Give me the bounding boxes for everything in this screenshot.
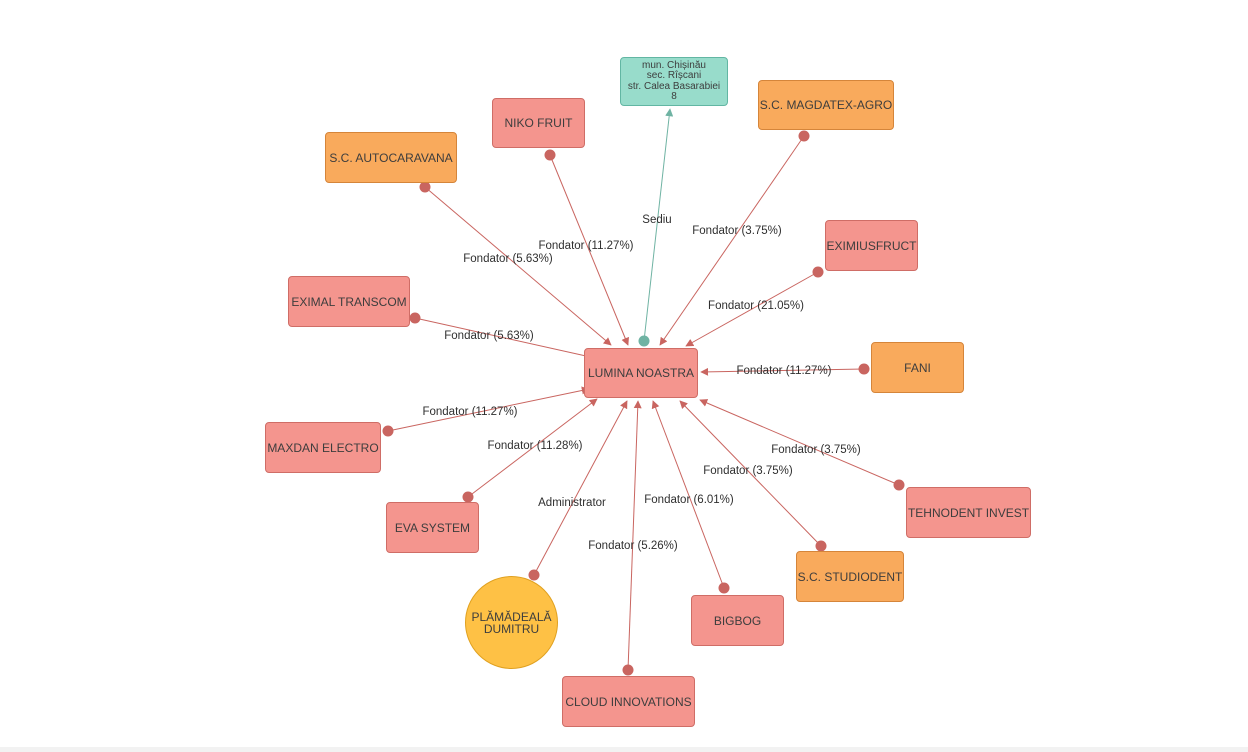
edge-handle-cloud-innovations[interactable] [622,664,634,676]
node-label: BIGBOG [713,613,762,628]
edge-handle-sc-autocaravana[interactable] [419,181,431,193]
edge-label-plamadeala-dumitru: Administrator [538,497,606,509]
edge-plamadeala-dumitru [533,400,628,576]
edge-handle-plamadeala-dumitru[interactable] [528,569,540,581]
edge-tehnodent-invest [699,399,900,486]
edge-label-cloud-innovations: Fondator (5.26%) [588,540,678,552]
edge-handle-sc-studiodent[interactable] [815,540,827,552]
node-cloud-innovations[interactable]: CLOUD INNOVATIONS [562,676,695,727]
node-label: S.C. AUTOCARAVANA [329,150,453,165]
node-label: EXIMIUSFRUCT [826,238,917,253]
edge-sc-magdatex-agro [659,135,805,346]
bottom-bar [0,747,1248,752]
node-eximal-transcom[interactable]: EXIMAL TRANSCOM [288,276,410,327]
node-label: PLĂMĂDEALĂ DUMITRU [471,609,552,636]
edge-handle-eva-system[interactable] [462,491,474,503]
edge-handle-tehnodent-invest[interactable] [893,479,905,491]
node-fani[interactable]: FANI [871,342,964,393]
node-address[interactable]: mun. Chișinău sec. Rîșcani str. Calea Ba… [620,57,728,106]
node-plamadeala-dumitru[interactable]: PLĂMĂDEALĂ DUMITRU [465,576,558,669]
node-label: NIKO FRUIT [504,116,573,130]
edge-label-eximal-transcom: Fondator (5.63%) [444,330,534,342]
node-sc-autocaravana[interactable]: S.C. AUTOCARAVANA [325,132,457,183]
node-label: TEHNODENT INVEST [907,505,1030,520]
node-label: mun. Chișinău sec. Rîșcani str. Calea Ba… [627,59,721,102]
node-label: CLOUD INNOVATIONS [565,694,692,709]
edge-address [643,108,674,342]
node-label: EXIMAL TRANSCOM [291,294,407,309]
node-label: LUMINA NOASTRA [587,366,695,380]
edge-label-tehnodent-invest: Fondator (3.75%) [771,444,861,456]
node-maxdan-electro[interactable]: MAXDAN ELECTRO [265,422,381,473]
node-label: MAXDAN ELECTRO [267,440,379,455]
edge-label-eximiusfruct: Fondator (21.05%) [708,300,804,312]
edge-label-sc-magdatex-agro: Fondator (3.75%) [692,225,782,237]
node-lumina-noastra[interactable]: LUMINA NOASTRA [584,348,698,398]
node-eva-system[interactable]: EVA SYSTEM [386,502,479,553]
edge-cloud-innovations [627,400,642,671]
node-sc-magdatex-agro[interactable]: S.C. MAGDATEX-AGRO [758,80,894,130]
node-bigbog[interactable]: BIGBOG [691,595,784,646]
node-niko-fruit[interactable]: NIKO FRUIT [492,98,585,148]
node-tehnodent-invest[interactable]: TEHNODENT INVEST [906,487,1031,538]
edge-handle-fani[interactable] [858,363,870,375]
edge-label-niko-fruit: Fondator (11.27%) [538,240,633,252]
edge-label-bigbog: Fondator (6.01%) [644,494,734,506]
edge-sc-studiodent [679,400,822,547]
edge-handle-address[interactable] [638,335,650,347]
edge-handle-eximiusfruct[interactable] [812,266,824,278]
edge-maxdan-electro [387,386,590,432]
edge-label-fani: Fondator (11.27%) [736,365,831,377]
edge-bigbog [651,400,725,589]
edge-handle-maxdan-electro[interactable] [382,425,394,437]
edge-handle-eximal-transcom[interactable] [409,312,421,324]
edge-eximal-transcom [414,317,596,361]
node-label: S.C. MAGDATEX-AGRO [759,98,893,112]
edge-label-address: Sediu [642,214,671,226]
edge-label-maxdan-electro: Fondator (11.27%) [422,406,517,418]
edge-handle-niko-fruit[interactable] [544,149,556,161]
edge-handle-sc-magdatex-agro[interactable] [798,130,810,142]
edge-label-sc-autocaravana: Fondator (5.63%) [463,253,553,265]
edge-label-eva-system: Fondator (11.28%) [487,440,582,452]
node-eximiusfruct[interactable]: EXIMIUSFRUCT [825,220,918,271]
edge-fani [700,367,865,376]
edge-label-sc-studiodent: Fondator (3.75%) [703,465,793,477]
edge-sc-autocaravana [424,186,612,346]
edge-eva-system [467,398,598,498]
edge-handle-bigbog[interactable] [718,582,730,594]
node-label: EVA SYSTEM [394,520,471,535]
node-label: FANI [904,360,931,375]
node-sc-studiodent[interactable]: S.C. STUDIODENT [796,551,904,602]
edge-eximiusfruct [685,271,819,347]
edge-niko-fruit [549,154,629,346]
node-label: S.C. STUDIODENT [797,569,903,584]
